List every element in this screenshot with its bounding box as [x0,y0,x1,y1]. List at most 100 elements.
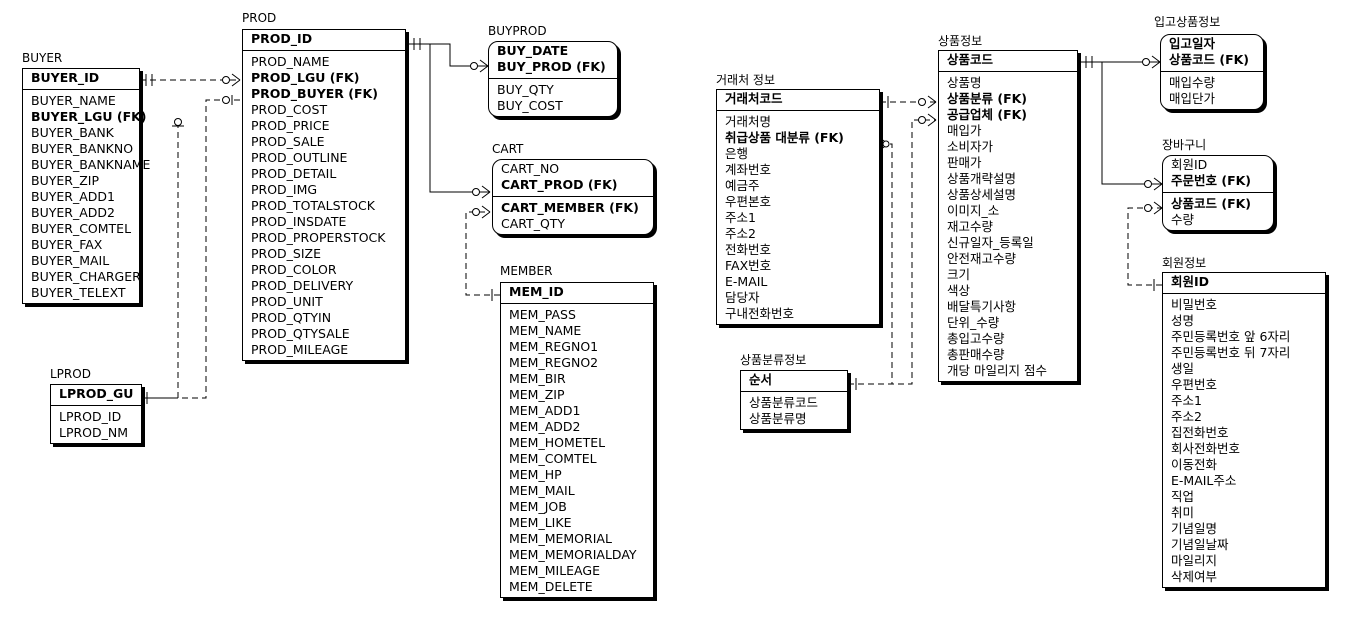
supplier-attr-4: 예금주 [725,178,760,193]
supplier-entity-title: 거래처 정보 [716,73,776,87]
member-attr-bir: MEM_BIR [509,371,566,386]
buyprod-pk-prod: BUY_PROD (FK) [497,59,606,74]
supplier-attributes: 거래처명 취급상품 대분류 (FK) 은행 계좌번호 예금주 우편본호 주소1 … [717,111,879,324]
rel-member-cart [465,211,500,296]
prod-attr-outline: PROD_OUTLINE [251,150,348,165]
memberinfo-attr-4: 생일 [1171,361,1195,376]
supplier-attr-10: E-MAIL [725,274,768,289]
member-attr-comtel: MEM_COMTEL [509,451,597,466]
product-attr-15: 단위_수량 [947,315,1000,330]
stockin-pk-code: 상품코드 (FK) [1169,52,1250,67]
buyprod-entity-title: BUYPROD [488,24,547,38]
cart-entity[interactable]: CART_NO CART_PROD (FK) CART_MEMBER (FK) … [492,159,654,235]
rel-prod-cart [429,44,490,193]
buyer-attr-bankno: BUYER_BANKNO [31,141,134,156]
supplier-attr-9: FAX번호 [725,258,772,273]
product-attr-14: 배달특기사항 [947,299,1017,314]
prod-attr-totalstock: PROD_TOTALSTOCK [251,198,375,213]
prod-attr-color: PROD_COLOR [251,262,337,277]
member-entity[interactable]: MEM_ID MEM_PASS MEM_NAME MEM_REGNO1 MEM_… [500,282,654,598]
supplier-attr-11: 담당자 [725,290,760,305]
member-attr-zip: MEM_ZIP [509,387,565,402]
basket-attributes: 상품코드 (FK) 수량 [1163,193,1273,230]
stockin-entity-title: 입고상품정보 [1154,15,1221,29]
member-attr-delete: MEM_DELETE [509,579,593,594]
category-attributes: 상품분류코드 상품분류명 [741,392,847,429]
supplier-attr-6: 주소1 [725,210,756,225]
product-entity[interactable]: 상품코드 상품명 상품분류 (FK) 공급업체 (FK) 매입가 소비자가 판매… [938,50,1078,382]
prod-pk: PROD_ID [243,30,405,51]
member-attr-regno2: MEM_REGNO2 [509,355,599,370]
member-attr-like: MEM_LIKE [509,515,572,530]
memberinfo-attr-7: 주소2 [1171,409,1202,424]
lprod-entity[interactable]: LPROD_GU LPROD_ID LPROD_NM [50,384,142,444]
product-attr-12: 크기 [947,267,971,282]
supplier-attr-8: 전화번호 [725,242,772,257]
member-attr-add1: MEM_ADD1 [509,403,581,418]
prod-pk-id: PROD_ID [251,31,313,46]
member-attr-memorialday: MEM_MEMORIALDAY [509,547,637,562]
prod-attr-qtysale: PROD_QTYSALE [251,326,350,341]
member-attributes: MEM_PASS MEM_NAME MEM_REGNO1 MEM_REGNO2 … [501,304,653,597]
prod-entity[interactable]: PROD_ID PROD_NAME PROD_LGU (FK) PROD_BUY… [242,29,406,361]
lprod-entity-title: LPROD [50,367,91,381]
buyer-attr-telext: BUYER_TELEXT [31,285,126,300]
buyer-attr-add2: BUYER_ADD2 [31,205,115,220]
category-pk-seq: 순서 [749,372,773,387]
memberinfo-attr-3: 주민등록번호 뒤 7자리 [1171,345,1291,360]
member-attr-mileage: MEM_MILEAGE [509,563,600,578]
product-attr-17: 총판매수량 [947,347,1005,362]
buyer-attr-bank: BUYER_BANK [31,125,114,140]
prod-attr-insdate: PROD_INSDATE [251,214,347,229]
member-attr-pass: MEM_PASS [509,307,576,322]
category-attr-code: 상품분류코드 [749,395,819,410]
memberinfo-attr-11: E-MAIL주소 [1171,473,1237,488]
buyprod-attr-qty: BUY_QTY [497,82,554,97]
supplier-attr-0: 거래처명 [725,114,772,129]
prod-attr-properstock: PROD_PROPERSTOCK [251,230,386,245]
buyer-pk-id: BUYER_ID [31,70,100,85]
prod-attr-detail: PROD_DETAIL [251,166,337,181]
product-attr-1: 상품분류 (FK) [947,91,1028,106]
member-pk: MEM_ID [501,283,653,304]
prod-attr-unit: PROD_UNIT [251,294,323,309]
product-attr-6: 상품개략설명 [947,171,1017,186]
member-attr-hometel: MEM_HOMETEL [509,435,606,450]
basket-entity-title: 장바구니 [1162,138,1207,152]
cart-pk-prod: CART_PROD (FK) [501,177,618,192]
memberinfo-entity[interactable]: 회원ID 비밀번호 성명 주민등록번호 앞 6자리 주민등록번호 뒤 7자리 생… [1162,272,1326,588]
prod-attr-lgu: PROD_LGU (FK) [251,70,360,85]
rel-prod-lprod [142,99,240,399]
basket-pk: 회원ID 주문번호 (FK) [1163,156,1273,193]
prod-attr-delivery: PROD_DELIVERY [251,278,354,293]
lprod-pk: LPROD_GU [51,385,141,406]
lprod-pk-gu: LPROD_GU [59,386,134,401]
buyer-attr-mail: BUYER_MAIL [31,253,110,268]
prod-attr-mileage: PROD_MILEAGE [251,342,349,357]
memberinfo-attr-13: 취미 [1171,505,1195,520]
basket-entity[interactable]: 회원ID 주문번호 (FK) 상품코드 (FK) 수량 [1162,155,1274,231]
buyer-attr-zip: BUYER_ZIP [31,173,99,188]
buyprod-entity[interactable]: BUY_DATE BUY_PROD (FK) BUY_QTY BUY_COST [488,41,618,117]
buyer-entity[interactable]: BUYER_ID BUYER_NAME BUYER_LGU (FK) BUYER… [22,68,150,304]
buyer-attr-charger: BUYER_CHARGER [31,269,141,284]
category-entity[interactable]: 순서 상품분류코드 상품분류명 [740,370,848,430]
stockin-attr-price: 매입단가 [1169,91,1216,106]
supplier-attr-7: 주소2 [725,226,756,241]
basket-attr-qty: 수량 [1171,212,1195,227]
stockin-attr-qty: 매입수량 [1169,75,1216,90]
prod-attr-price: PROD_PRICE [251,118,330,133]
basket-pk-member: 회원ID [1171,157,1208,172]
lprod-attr-nm: LPROD_NM [59,425,129,440]
prod-attr-qtyin: PROD_QTYIN [251,310,332,325]
buyer-attr-comtel: BUYER_COMTEL [31,221,132,236]
rel-memberinfo-basket [1127,207,1162,286]
memberinfo-attr-6: 주소1 [1171,393,1202,408]
product-attr-16: 총입고수량 [947,331,1005,346]
supplier-entity[interactable]: 거래처코드 거래처명 취급상품 대분류 (FK) 은행 계좌번호 예금주 우편본… [716,89,880,325]
prod-attr-size: PROD_SIZE [251,246,322,261]
product-attr-18: 개당 마일리지 점수 [947,363,1047,378]
stockin-entity[interactable]: 입고일자 상품코드 (FK) 매입수량 매입단가 [1160,34,1264,110]
product-attr-11: 안전재고수량 [947,251,1017,266]
